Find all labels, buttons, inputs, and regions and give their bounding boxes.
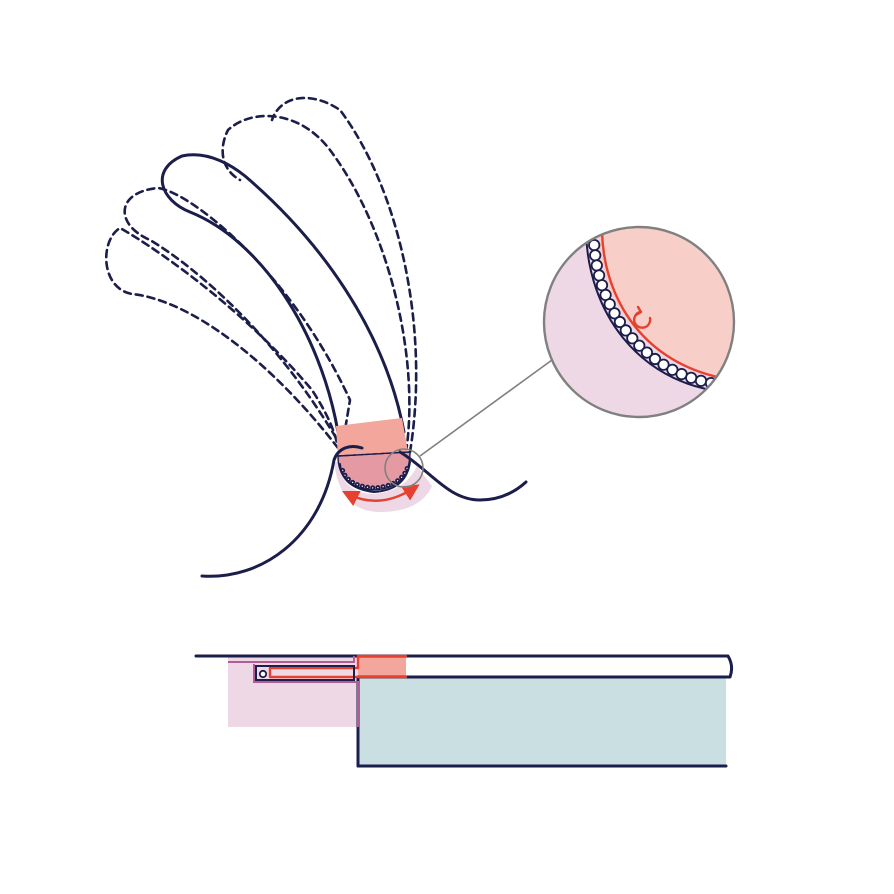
zoom-bearing-ball — [648, 352, 662, 366]
hinge-overview — [104, 96, 553, 578]
zoom-bearing-ball — [619, 324, 632, 337]
blade-ghost-far-right — [270, 96, 418, 454]
section-blade-outline — [194, 654, 734, 679]
blade-current-position — [160, 153, 406, 434]
rotation-icon — [633, 305, 652, 329]
section-blade-root — [358, 656, 406, 678]
zoom-bearing-ball — [685, 371, 698, 384]
overview-bearing-ball — [370, 485, 376, 491]
zoom-bearing-ball — [608, 307, 621, 320]
zoom-target-ring — [384, 448, 424, 488]
zoom-circle-frame — [542, 225, 736, 419]
zoom-bearing-ball — [590, 259, 603, 272]
overview-bearing-ball — [364, 484, 370, 490]
zoom-leader-line — [419, 359, 553, 457]
zoom-bearing-ball — [613, 315, 627, 329]
pivot-axis-line — [337, 451, 411, 457]
blade-ghost-left — [123, 186, 352, 452]
overview-bearing-ball — [380, 484, 386, 490]
zoom-bearing-ball — [657, 358, 670, 371]
zoom-pivot-disc — [598, 227, 734, 376]
zoom-bearing-ball — [694, 374, 708, 387]
overview-bearing-ball — [395, 478, 401, 484]
zoom-callout — [542, 225, 736, 419]
zoom-bearing-ball — [633, 339, 646, 352]
zoom-bearing-ball — [589, 249, 602, 262]
zoom-bearing-ball — [603, 298, 616, 311]
blade-root-block — [336, 418, 408, 458]
overview-bearing-ball — [399, 474, 405, 480]
section-pivot-pin — [258, 669, 268, 679]
section-base-block — [358, 678, 726, 766]
zoom-bearing-ball — [626, 332, 639, 345]
section-slot-inner — [255, 665, 355, 681]
overview-bearing-ball — [375, 485, 381, 491]
overview-bearing-ball — [359, 483, 365, 489]
overview-bearing-ball — [354, 482, 360, 488]
zoom-bearing-ball — [592, 269, 606, 282]
zoom-bearing-outer-race — [585, 231, 725, 393]
cross-section — [194, 654, 734, 768]
section-housing-edge — [228, 656, 359, 727]
swing-arrow-icon — [341, 484, 420, 507]
zoom-disc-edge — [600, 230, 724, 380]
blade-ghost-far-left — [104, 226, 340, 449]
section-slot — [268, 654, 408, 679]
overview-bearing-ball — [385, 482, 391, 488]
frame-curve-right — [398, 450, 528, 502]
frame-curve — [200, 445, 364, 578]
overview-bearing-ball — [350, 479, 356, 485]
blade-ghost-right — [221, 114, 411, 454]
zoom-bearing-ball — [640, 346, 654, 359]
